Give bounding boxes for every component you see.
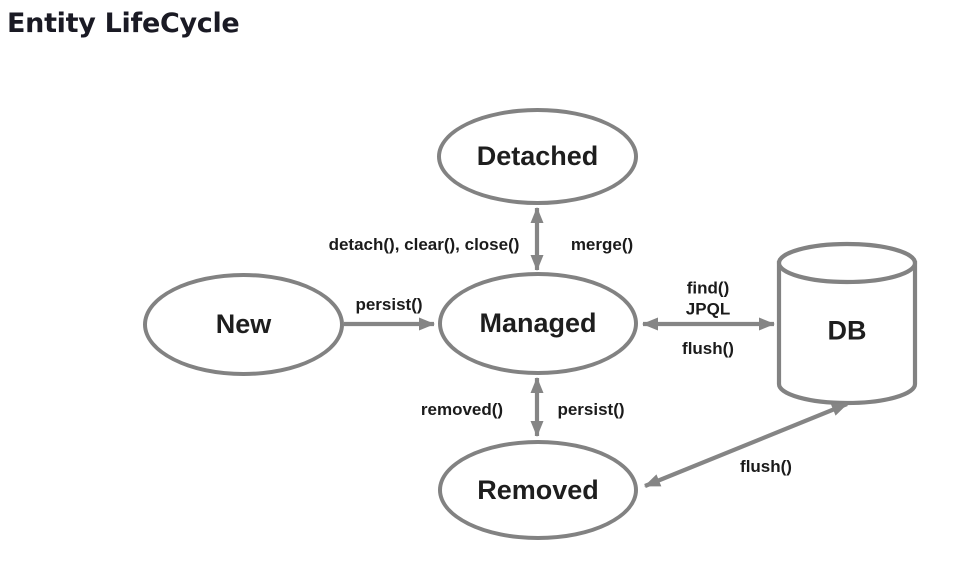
edge-label-find-jpql: find() JPQL [685,278,731,318]
node-managed: Managed [438,272,638,375]
edge-label-persist-new: persist() [355,295,423,314]
node-db-label: DB [827,315,867,346]
edge-label-merge: merge() [570,235,634,254]
node-db-cylinder [776,241,918,406]
node-removed: Removed [438,440,638,540]
node-removed-label: Removed [477,474,599,505]
db-cylinder-body [776,260,918,406]
node-managed-label: Managed [479,308,597,338]
node-detached-label: Detached [476,141,599,171]
node-new: New [143,273,344,376]
node-detached: Detached [437,108,638,205]
node-new-label: New [215,309,272,339]
edge-label-flush-db-removed: flush() [740,457,792,476]
edge-label-flush-managed-db: flush() [682,339,734,358]
edge-label-persist-removed: persist() [557,400,625,419]
edge-label-removed: removed() [420,400,504,419]
edge-db-removed-arrow [644,402,848,488]
db-cylinder-top [776,241,918,285]
edge-label-detach-clear-close: detach(), clear(), close() [328,235,520,254]
page-title: Entity LifeCycle [7,8,240,39]
